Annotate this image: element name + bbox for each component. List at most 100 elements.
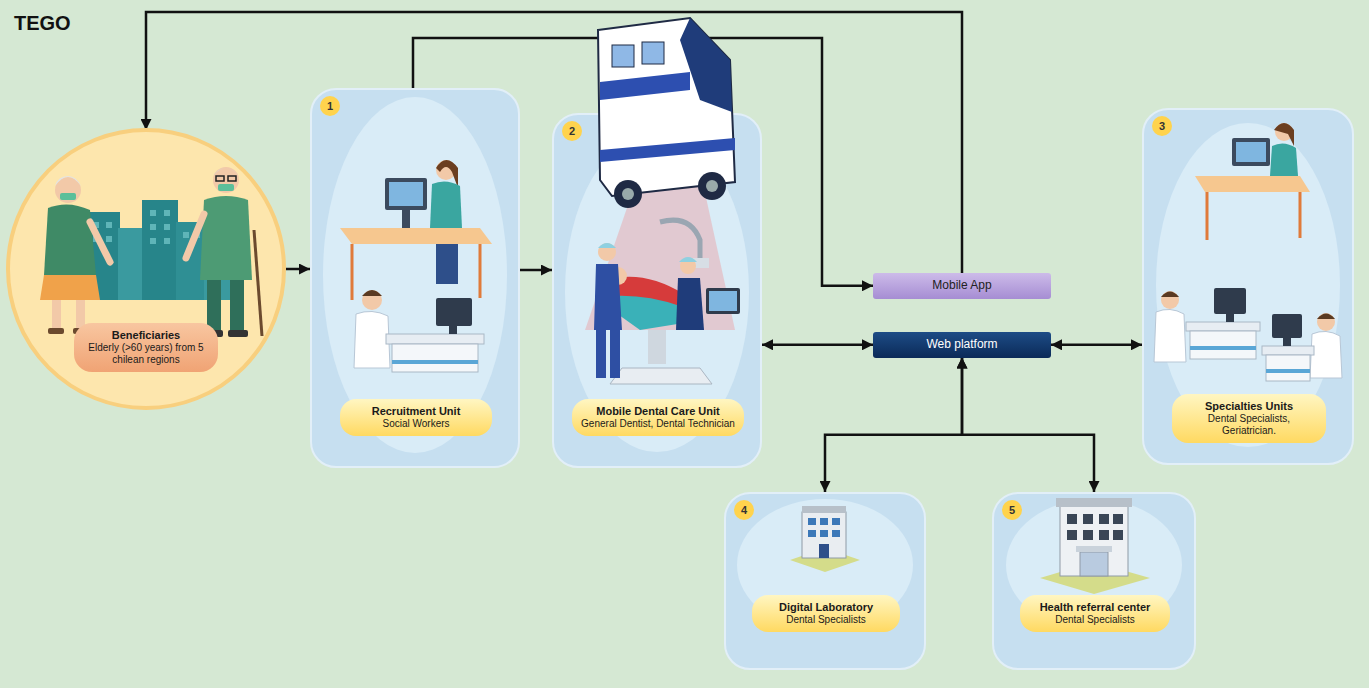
specialist-desk: [1236, 142, 1266, 162]
doctor-desk: [354, 311, 390, 368]
lab-building: [790, 506, 860, 572]
referral-building: [1040, 498, 1150, 594]
node-body: General Dentist, Dental Technician: [580, 418, 736, 430]
city-skyline: [164, 224, 170, 230]
dental-technician: [676, 278, 704, 330]
elderly-man: [207, 280, 221, 332]
mobile-van: [600, 72, 690, 100]
referral-building: [1056, 498, 1132, 507]
dental-chair: [648, 330, 666, 364]
node-heading: Specialties Units: [1180, 400, 1318, 413]
city-skyline: [60, 238, 88, 300]
node-body: Dental Specialists, Geriatrician.: [1180, 413, 1318, 437]
unit-panel: Recruitment UnitSocial Workers: [310, 88, 520, 468]
node-body: Dental Specialists: [1028, 614, 1162, 626]
city-skyline: [118, 228, 144, 300]
doctor-desk: [1154, 309, 1186, 362]
specialist-desk: [1195, 176, 1310, 192]
elderly-woman: [55, 176, 81, 186]
city-skyline: [164, 210, 170, 216]
referral-building: [1076, 546, 1112, 552]
label-pill: Specialties UnitsDental Specialists, Ger…: [1172, 394, 1326, 443]
connector-arrow: [520, 269, 552, 272]
specialist-desk: [1270, 143, 1298, 176]
dental-technician: [709, 291, 737, 311]
doctor-desk: [436, 298, 472, 326]
receptionist-desk: [385, 178, 427, 210]
dental-technician: [679, 257, 697, 262]
diagram-title: TEGO: [14, 12, 71, 35]
doctor-desk: [1317, 314, 1335, 320]
dentist: [594, 264, 622, 330]
panel-glow: [323, 97, 1340, 631]
dentist: [610, 330, 620, 378]
node-heading: Beneficiaries: [82, 329, 210, 342]
referral-building: [1040, 562, 1150, 594]
platform-box: Web platform: [873, 332, 1051, 358]
beneficiaries-circle: BeneficiariesElderly (>60 years) from 5 …: [6, 128, 286, 410]
lab-building: [819, 544, 829, 558]
dental-technician: [706, 288, 740, 314]
doctor-desk: [1272, 314, 1302, 338]
elderly-man: [186, 167, 262, 337]
light-cone: [585, 170, 735, 330]
dentist: [594, 243, 622, 378]
doctor-desk: [1310, 331, 1342, 378]
lab-building: [808, 518, 816, 525]
node-heading: Recruitment Unit: [348, 405, 484, 418]
doctor-desk: [1190, 331, 1256, 359]
doctor-desk: [1214, 288, 1246, 314]
city-skyline: [150, 224, 156, 230]
callout-number: 3: [1152, 116, 1172, 136]
elderly-woman: [44, 204, 96, 275]
elderly-man: [218, 184, 234, 191]
receptionist-desk: [389, 182, 423, 206]
elderly-man: [228, 176, 236, 181]
dental-chair: [605, 220, 712, 384]
label-pill: BeneficiariesElderly (>60 years) from 5 …: [74, 323, 218, 372]
doctor-desk: [1262, 346, 1314, 355]
mobile-van: [614, 180, 642, 208]
lab-building: [820, 530, 828, 537]
referral-building: [1083, 514, 1093, 524]
referral-building: [1113, 514, 1123, 524]
elderly-man: [254, 230, 262, 336]
doctor-desk: [392, 360, 478, 364]
node-heading: Mobile Dental Care Unit: [580, 405, 736, 418]
elderly-man: [213, 168, 239, 176]
elderly-woman: [73, 328, 89, 334]
label-pill: Recruitment UnitSocial Workers: [340, 399, 492, 436]
doctor-desk: [354, 290, 484, 372]
dentist: [596, 330, 606, 378]
elderly-woman: [76, 300, 85, 330]
mobile-van: [680, 18, 732, 112]
elderly-woman: [55, 177, 81, 203]
node-heading: Health referral center: [1028, 601, 1162, 614]
unit-panel: Mobile Dental Care UnitGeneral Dentist, …: [552, 113, 762, 468]
dental-technician: [676, 257, 740, 330]
doctor-desk: [386, 334, 484, 344]
referral-building: [1083, 530, 1093, 540]
doctor-desk: [392, 344, 478, 372]
doctor-desk: [1283, 338, 1291, 346]
lab-building: [802, 512, 846, 558]
panel-glow: [323, 97, 507, 453]
doctor-desk: [1266, 369, 1310, 373]
dental-chair: [609, 267, 627, 285]
elderly-man: [200, 196, 252, 280]
dentist: [598, 243, 616, 261]
doctor-desk: [1154, 288, 1260, 362]
doctor-desk: [1266, 355, 1310, 381]
label-pill: Mobile Dental Care UnitGeneral Dentist, …: [572, 399, 744, 436]
callout-number: 4: [734, 500, 754, 520]
elderly-man: [203, 330, 223, 337]
city-skyline: [93, 210, 200, 244]
dental-chair: [610, 368, 712, 384]
node-body: Dental Specialists: [760, 614, 892, 626]
panel-glow: [565, 132, 749, 452]
specialist-desk: [1275, 123, 1293, 141]
lab-building: [790, 548, 860, 572]
dental-chair: [660, 220, 700, 262]
referral-building: [1099, 530, 1109, 540]
receptionist-desk: [340, 228, 492, 244]
